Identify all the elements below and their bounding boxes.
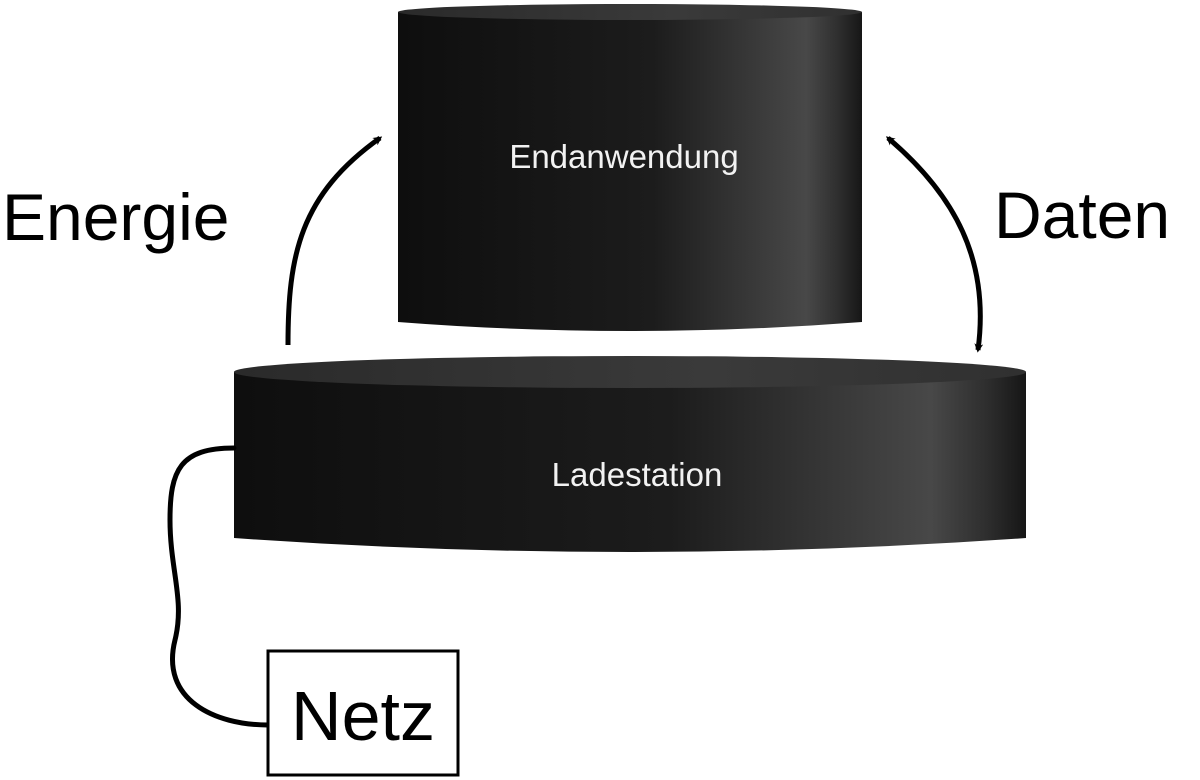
power-cable: [167, 445, 271, 728]
charging-station-label: Ladestation: [552, 456, 723, 493]
end-device-label: Endanwendung: [509, 138, 738, 175]
grid-label: Netz: [291, 677, 435, 755]
data-label: Daten: [994, 178, 1170, 252]
energy-arrow: [285, 135, 383, 346]
end-device-cylinder: Endanwendung: [398, 4, 862, 331]
data-arrow: [885, 136, 984, 353]
grid-box: Netz: [266, 649, 460, 777]
charging-station-cylinder: Ladestation: [234, 356, 1026, 552]
energy-label: Energie: [2, 180, 230, 254]
